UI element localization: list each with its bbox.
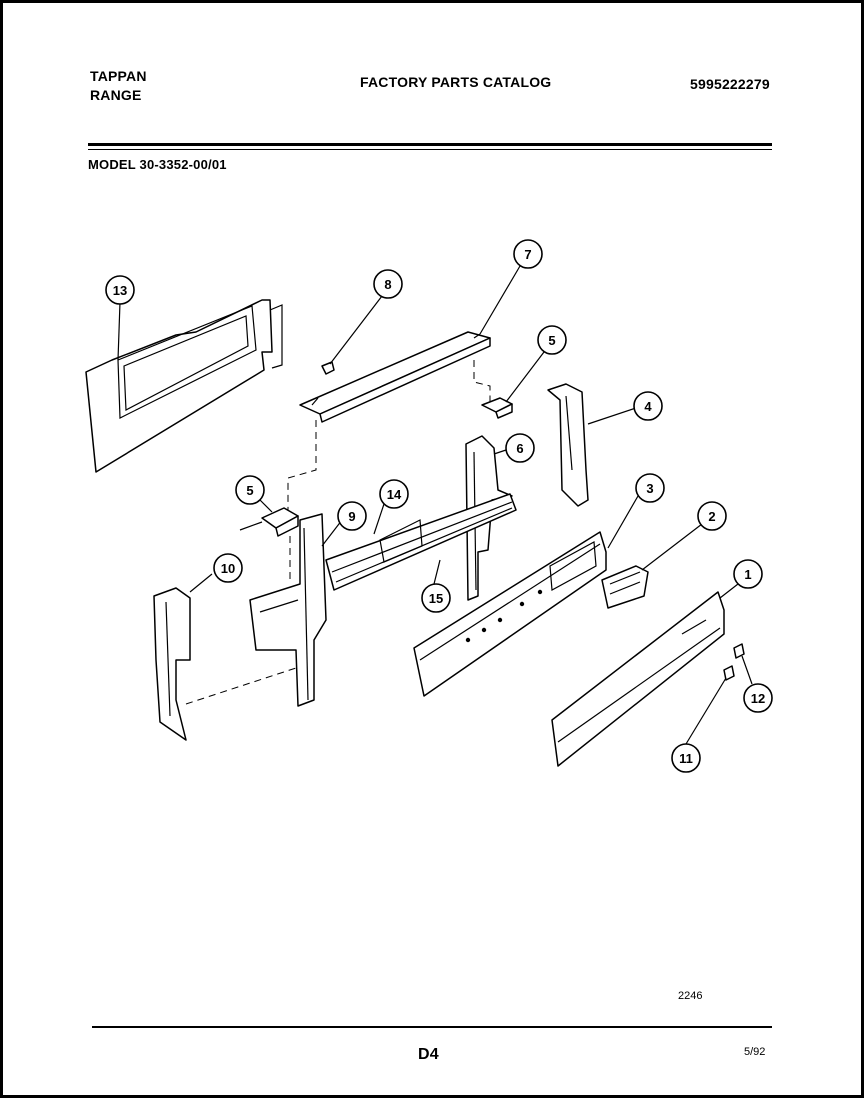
callout-4: 4 [633,391,663,421]
alignment-line [473,360,491,402]
callout-5-upper: 5 [537,325,567,355]
callout-6: 6 [505,433,535,463]
part-13-rear-panel [85,299,283,473]
leader-line [479,265,521,335]
leader-line [505,351,545,403]
callout-7: 7 [513,239,543,269]
leader-line [741,655,753,685]
svg-text:11: 11 [679,751,693,766]
svg-text:13: 13 [113,283,127,298]
svg-text:1: 1 [744,567,751,582]
part-3-control-panel [413,531,607,697]
svg-text:10: 10 [221,561,235,576]
leader-line [189,573,213,593]
svg-text:5: 5 [246,483,253,498]
catalog-number: 5995222279 [690,76,770,92]
callout-13: 13 [105,275,135,305]
model-number: MODEL 30-3352-00/01 [88,157,227,172]
callout-15: 15 [421,583,451,613]
part-12-screw [733,643,745,659]
part-7-bracket [299,331,491,423]
leader-line [117,301,121,361]
svg-text:14: 14 [387,487,402,502]
callout-10: 10 [213,553,243,583]
callout-3: 3 [635,473,665,503]
svg-text:3: 3 [646,481,653,496]
leader-line [329,295,383,365]
callout-5-lower: 5 [235,475,265,505]
part-5-clip-upper [481,397,513,419]
svg-text:2: 2 [708,509,715,524]
part-14-rail [325,493,517,591]
leader-line [433,559,441,585]
leader-line [321,519,343,547]
part-1-front-trim [551,591,725,767]
leader-line [607,495,639,549]
part-5-clip-lower [239,507,299,537]
part-10-side-trim [153,587,191,741]
callout-11: 11 [671,743,701,773]
callout-12: 12 [743,683,773,713]
footer-rule [92,1026,772,1028]
svg-text:5: 5 [548,333,555,348]
leader-line [641,523,703,571]
part-11-screw [723,665,735,681]
callout-1: 1 [733,559,763,589]
leader-line [373,503,385,535]
part-9-frame [249,513,327,707]
svg-text:15: 15 [429,591,443,606]
part-4-side-trim [547,383,589,507]
callout-9: 9 [337,501,367,531]
callout-8: 8 [373,269,403,299]
part-2-module [601,565,649,609]
svg-text:9: 9 [348,509,355,524]
catalog-title: FACTORY PARTS CATALOG [360,74,552,90]
drawing-number: 2246 [678,990,703,1002]
leader-line [493,449,507,455]
header-rule-thin [88,149,772,150]
leader-line [685,677,727,745]
header-rule [88,143,772,146]
brand-line-2: RANGE [90,87,142,103]
alignment-line [185,667,297,705]
svg-text:7: 7 [524,247,531,262]
part-8-screw [321,361,335,375]
brand-line-1: TAPPAN [90,68,147,84]
svg-text:12: 12 [751,691,765,706]
leader-line [587,407,637,425]
alignment-line [287,420,317,510]
svg-text:4: 4 [644,399,652,414]
revision-date: 5/92 [744,1046,766,1058]
svg-text:8: 8 [384,277,391,292]
leader-line [719,583,739,599]
svg-text:6: 6 [516,441,523,456]
page-number: D4 [418,1046,439,1063]
callout-2: 2 [697,501,727,531]
callout-14: 14 [379,479,409,509]
